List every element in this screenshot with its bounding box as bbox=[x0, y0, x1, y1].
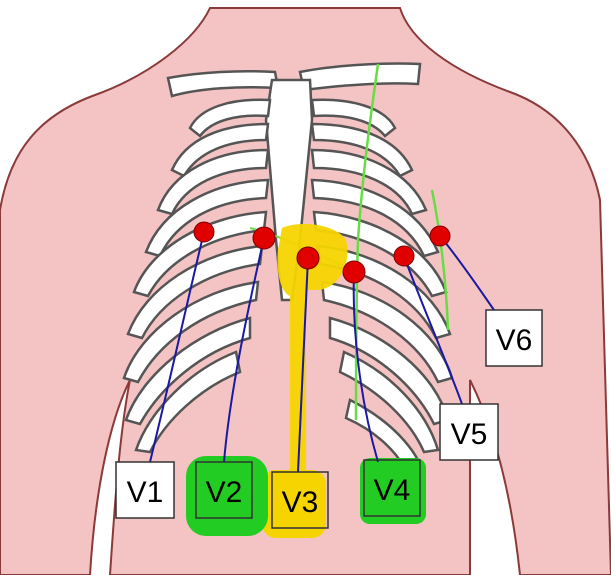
electrode-v3 bbox=[297, 247, 319, 269]
electrode-v4 bbox=[343, 261, 365, 283]
electrode-v6 bbox=[430, 226, 450, 246]
lead-v1-label: V1 bbox=[127, 476, 164, 509]
lead-v5: V5 bbox=[440, 404, 498, 460]
lead-v3-label: V3 bbox=[282, 486, 319, 519]
lead-v6-label: V6 bbox=[496, 324, 533, 357]
lead-v5-label: V5 bbox=[451, 418, 488, 451]
lead-v4-label: V4 bbox=[374, 474, 411, 507]
electrode-v1 bbox=[194, 222, 214, 242]
lead-v2-label: V2 bbox=[206, 476, 243, 509]
electrode-v5 bbox=[394, 246, 414, 266]
lead-v1: V1 bbox=[116, 462, 174, 518]
electrode-v2 bbox=[253, 227, 275, 249]
lead-v6: V6 bbox=[486, 310, 542, 366]
